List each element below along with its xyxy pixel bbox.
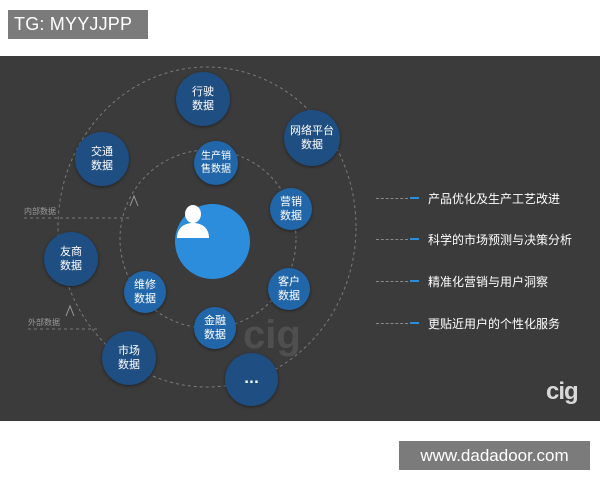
inner-ring-label: 内部数据 bbox=[24, 207, 56, 216]
outer-node-more: ... bbox=[225, 353, 278, 406]
result-marker bbox=[410, 322, 419, 324]
center-user-node bbox=[175, 204, 250, 279]
node-label: 友商 数据 bbox=[60, 245, 82, 272]
outer-ring-label: 外部数据 bbox=[28, 318, 60, 327]
result-marker bbox=[410, 238, 419, 240]
node-label: ... bbox=[244, 371, 259, 387]
corner-watermark-logo: cig bbox=[546, 378, 579, 405]
header-tag: TG: MYYJJPP bbox=[8, 10, 148, 39]
result-marker bbox=[410, 280, 419, 282]
result-text: 产品优化及生产工艺改进 bbox=[428, 191, 561, 206]
inner-node-production-sales-data: 生产销 售数据 bbox=[194, 141, 238, 185]
inner-ring bbox=[119, 149, 297, 329]
diagram-panel: 内部数据 外部数据 cig 行驶 数据 网络平台 数据 交通 数据 友商 数据 … bbox=[0, 56, 600, 421]
result-item: 科学的市场预测与决策分析 bbox=[376, 231, 572, 247]
user-icon bbox=[177, 205, 209, 238]
outer-node-competitor-data: 友商 数据 bbox=[44, 232, 98, 286]
result-marker bbox=[410, 197, 419, 199]
footer-site-url: www.dadadoor.com bbox=[399, 441, 590, 470]
inner-ring-arrow bbox=[129, 194, 139, 207]
outer-ring-arrow bbox=[65, 304, 75, 317]
inner-node-maintenance-data: 维修 数据 bbox=[124, 271, 166, 313]
result-text: 科学的市场预测与决策分析 bbox=[428, 232, 573, 247]
result-leader bbox=[376, 197, 408, 199]
result-item: 精准化营销与用户洞察 bbox=[376, 273, 548, 289]
node-label: 交通 数据 bbox=[91, 145, 113, 172]
result-text: 精准化营销与用户洞察 bbox=[428, 274, 549, 289]
node-label: 维修 数据 bbox=[134, 278, 156, 305]
outer-node-network-platform-data: 网络平台 数据 bbox=[284, 110, 340, 166]
node-label: 行驶 数据 bbox=[192, 85, 214, 112]
inner-node-marketing-data: 营销 数据 bbox=[270, 188, 312, 230]
node-label: 客户 数据 bbox=[278, 275, 300, 302]
result-item: 产品优化及生产工艺改进 bbox=[376, 190, 560, 206]
node-label: 市场 数据 bbox=[118, 344, 140, 371]
result-text: 更贴近用户的个性化服务 bbox=[428, 316, 561, 331]
inner-node-finance-data: 金融 数据 bbox=[194, 307, 236, 349]
result-leader bbox=[376, 322, 408, 324]
result-item: 更贴近用户的个性化服务 bbox=[376, 315, 560, 331]
outer-ring bbox=[57, 66, 357, 388]
outer-node-market-data: 市场 数据 bbox=[102, 331, 156, 385]
node-label: 营销 数据 bbox=[280, 195, 302, 222]
inner-node-customer-data: 客户 数据 bbox=[268, 268, 310, 310]
node-label: 生产销 售数据 bbox=[201, 151, 231, 175]
result-leader bbox=[376, 238, 408, 240]
result-leader bbox=[376, 280, 408, 282]
outer-node-traffic-data: 交通 数据 bbox=[75, 132, 129, 186]
center-watermark: cig bbox=[243, 313, 301, 357]
ring-lines bbox=[24, 66, 357, 388]
node-label: 网络平台 数据 bbox=[290, 124, 334, 151]
node-label: 金融 数据 bbox=[204, 314, 226, 341]
outer-node-driving-data: 行驶 数据 bbox=[176, 72, 230, 126]
